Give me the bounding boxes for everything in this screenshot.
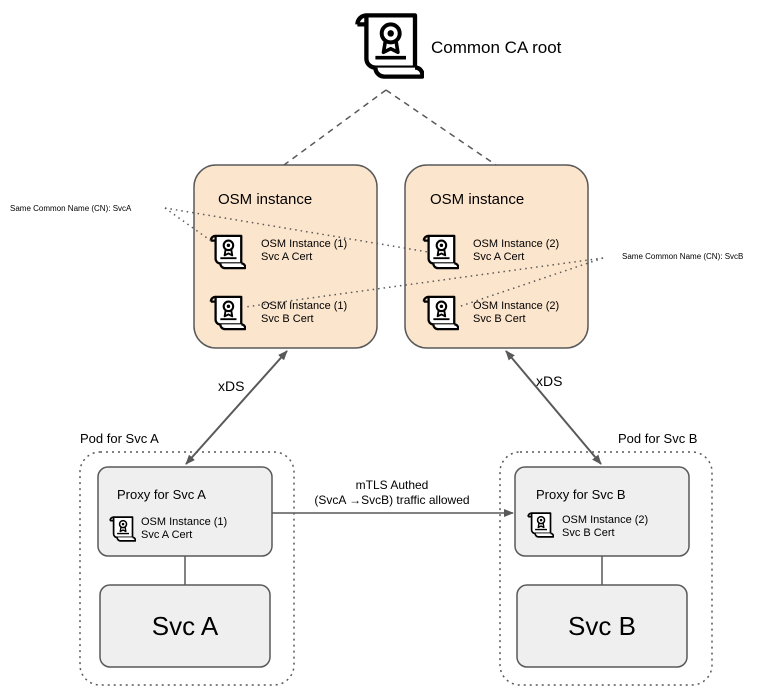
proxy-a-cert-line1: OSM Instance (1) xyxy=(141,516,227,528)
pod-a-container xyxy=(79,451,295,686)
certificate-icon xyxy=(357,15,422,76)
pod-b-label: Pod for Svc B xyxy=(618,431,697,446)
xds-right-arrow xyxy=(505,350,602,465)
cn-a-to-osm1-line xyxy=(164,207,215,244)
same-cn-connectors xyxy=(164,207,604,308)
proxy-b-box xyxy=(514,466,690,557)
cn-a-to-osm2-line xyxy=(164,207,429,253)
svc-a: Svc A xyxy=(99,584,271,668)
osm2-cert-b-line1: OSM Instance (2) xyxy=(473,300,559,312)
root-connectors xyxy=(283,89,497,166)
ca-root-label: Common CA root xyxy=(431,38,562,57)
mtls-label-line1: mTLS Authed xyxy=(356,478,429,492)
root-to-osm2-line xyxy=(385,89,497,166)
osm1-cert-b-line1: OSM Instance (1) xyxy=(261,300,347,312)
ca-root-node: Common CA root xyxy=(357,15,562,76)
proxy-b-cert-line2: Svc B Cert xyxy=(562,527,615,539)
osm2-cert-b-line2: Svc B Cert xyxy=(473,313,526,325)
osm-instance-2-title: OSM instance xyxy=(430,191,524,208)
osm-instance-1-title: OSM instance xyxy=(218,191,312,208)
same-cn-b-note: Same Common Name (CN): SvcB xyxy=(622,252,743,261)
mtls-label-line2: (SvcA →SvcB) traffic allowed xyxy=(314,493,469,507)
proxy-b-cert-line1: OSM Instance (2) xyxy=(562,514,648,526)
osm1-cert-a-line1: OSM Instance (1) xyxy=(261,238,347,250)
xds-links: xDS xDS xyxy=(185,350,602,465)
svc-a-label: Svc A xyxy=(152,611,219,641)
root-to-osm1-line xyxy=(283,89,387,166)
pod-b-container xyxy=(499,451,713,686)
proxy-a: Proxy for Svc A OSM Instance (1) Svc A C… xyxy=(97,466,273,557)
cn-b-to-osm2-line xyxy=(457,257,604,308)
svc-b-label: Svc B xyxy=(568,611,636,641)
xds-left-arrow xyxy=(185,350,288,465)
proxy-a-cert-line2: Svc A Cert xyxy=(141,529,192,541)
osm-instance-2: OSM instance OSM Instance (2) Svc A Cert… xyxy=(404,164,589,349)
proxy-a-title: Proxy for Svc A xyxy=(117,487,206,502)
osm-instance-1: OSM instance OSM Instance (1) Svc A Cert… xyxy=(193,164,378,349)
pod-a-label: Pod for Svc A xyxy=(80,431,159,446)
proxy-b: Proxy for Svc B OSM Instance (2) Svc B C… xyxy=(514,466,690,557)
osm1-cert-b-line2: Svc B Cert xyxy=(261,313,314,325)
svc-b: Svc B xyxy=(516,584,688,668)
svc-a-box xyxy=(99,584,271,668)
osm2-cert-a-line2: Svc A Cert xyxy=(473,251,524,263)
proxy-a-box xyxy=(97,466,273,557)
xds-right-label: xDS xyxy=(536,373,562,389)
svc-b-box xyxy=(516,584,688,668)
xds-left-label: xDS xyxy=(218,378,244,394)
proxy-b-title: Proxy for Svc B xyxy=(536,487,626,502)
same-cn-a-note: Same Common Name (CN): SvcA xyxy=(10,204,132,213)
osm2-cert-a-line1: OSM Instance (2) xyxy=(473,238,559,250)
osm1-cert-a-line2: Svc A Cert xyxy=(261,251,312,263)
